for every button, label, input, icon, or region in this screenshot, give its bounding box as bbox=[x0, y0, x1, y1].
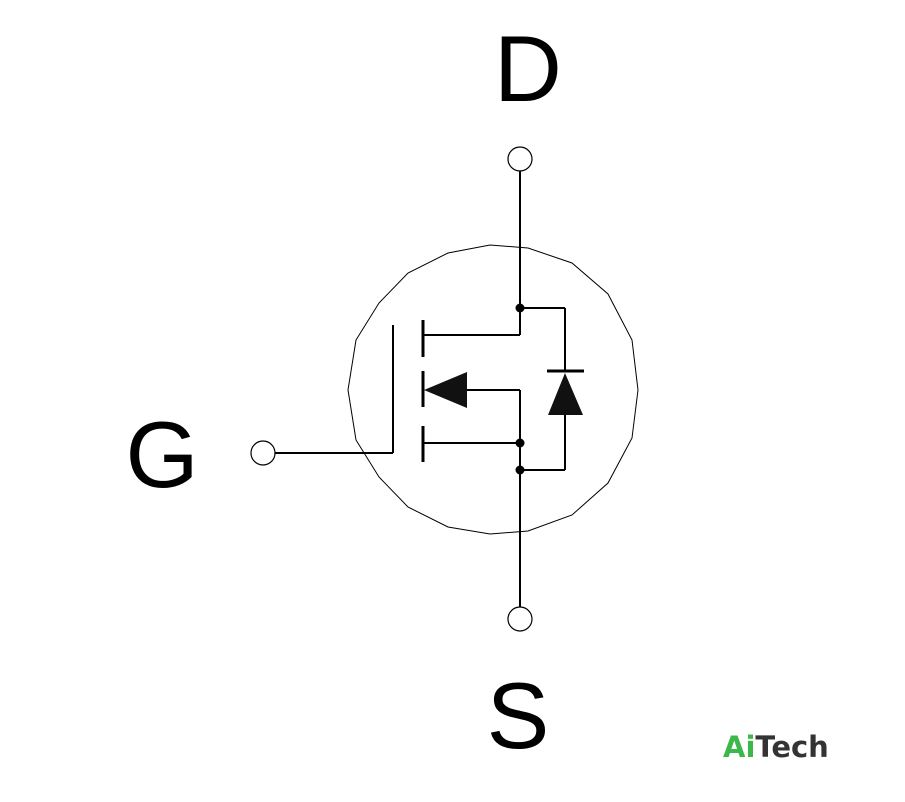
device-envelope bbox=[347, 244, 639, 535]
body-diode-symbol bbox=[548, 373, 583, 415]
gate-label: G bbox=[125, 402, 198, 507]
gate-terminal bbox=[250, 440, 276, 466]
body-arrow bbox=[424, 372, 467, 408]
source-label: S bbox=[487, 663, 550, 768]
source-terminal bbox=[507, 606, 533, 632]
drain-terminal bbox=[507, 146, 533, 172]
logo-part-tech: Tech bbox=[755, 730, 828, 764]
drain-label: D bbox=[494, 16, 562, 121]
brand-logo: AiTech bbox=[723, 730, 829, 764]
logo-part-ai: Ai bbox=[723, 730, 755, 764]
